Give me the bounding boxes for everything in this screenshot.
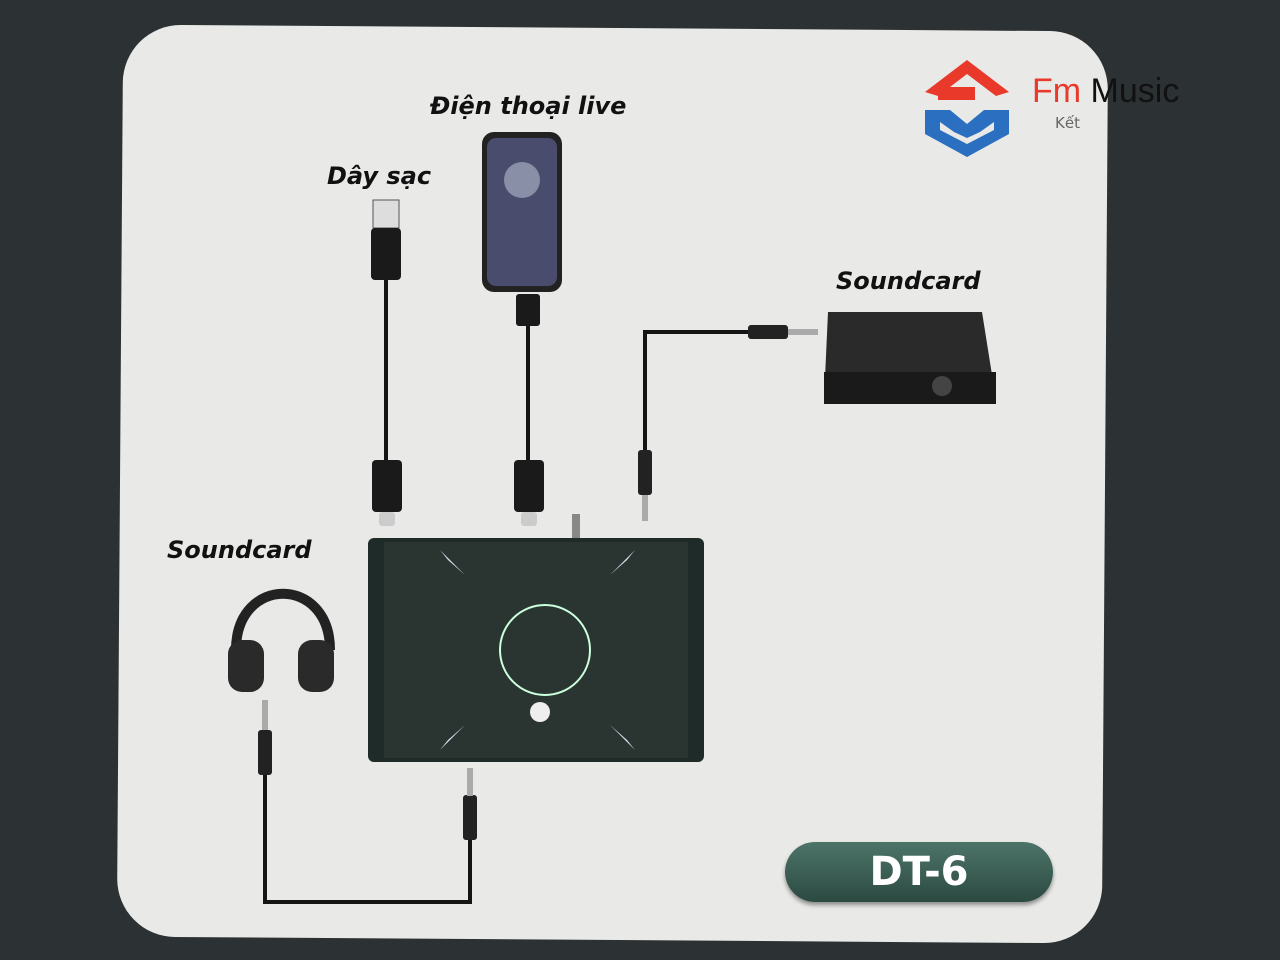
soundcard-right-cable xyxy=(643,330,748,450)
fm-music-logo-icon xyxy=(925,60,1009,157)
label-charger: Dây sạc xyxy=(327,162,432,190)
lightning-plug-icon xyxy=(514,294,544,526)
smartphone-icon xyxy=(482,132,562,292)
headphone-cable xyxy=(263,775,472,904)
usb-c-plug-icon xyxy=(372,460,402,526)
brand-name: Fm Music xyxy=(1032,72,1180,110)
aux-plug-icon xyxy=(258,325,818,840)
label-soundcard-left: Soundcard xyxy=(167,536,312,564)
model-badge: DT-6 xyxy=(785,842,1053,902)
soundcard-device-icon xyxy=(824,312,996,404)
label-phone: Điện thoại live xyxy=(430,92,627,120)
dt6-soundcard-device xyxy=(368,514,704,762)
usb-a-plug-icon xyxy=(371,199,401,280)
headphones-icon xyxy=(228,588,335,692)
brand-tagline: Kết xyxy=(1055,114,1080,132)
label-soundcard-right: Soundcard xyxy=(836,267,981,295)
